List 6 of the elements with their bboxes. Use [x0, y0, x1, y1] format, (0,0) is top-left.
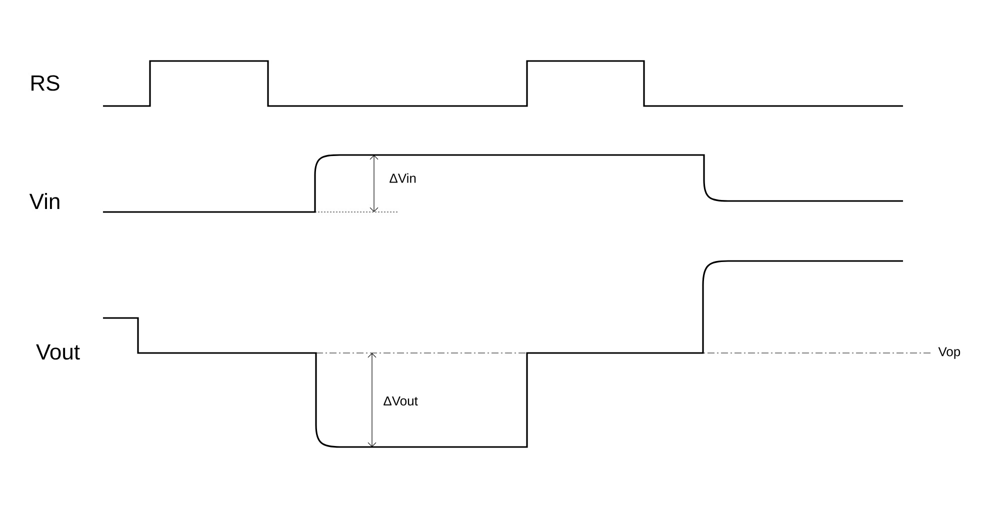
- signal-label: RS: [32, 75, 60, 91]
- dimension-label: ΔVout: [384, 396, 418, 406]
- signal-label: Vin: [29, 193, 60, 209]
- signal-label: Vout: [36, 344, 80, 360]
- reference-label: Vop: [938, 347, 960, 359]
- dimension-label: ΔVin: [390, 173, 416, 183]
